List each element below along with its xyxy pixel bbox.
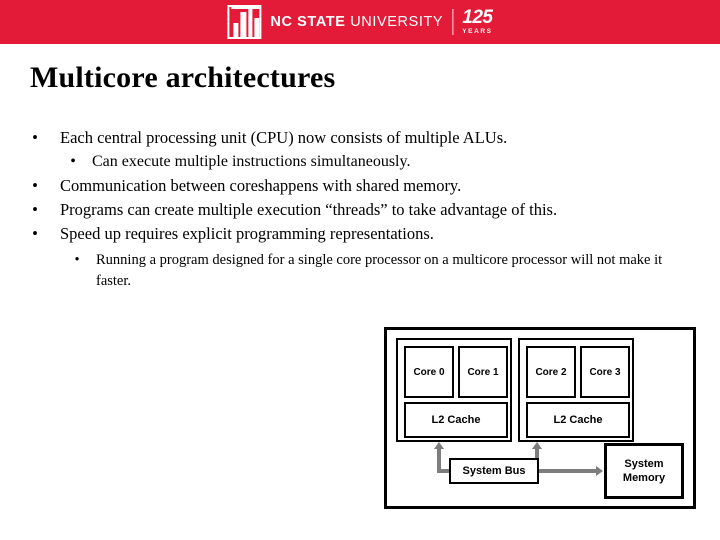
bullet-text: Speed up requires explicit programming r…: [60, 224, 434, 243]
list-item: • Each central processing unit (CPU) now…: [24, 126, 696, 150]
brand-divider: [452, 9, 454, 35]
arrowhead-right-memory: [596, 466, 603, 476]
bullet-marker: •: [74, 252, 80, 268]
anniversary-number: 125: [462, 7, 493, 29]
arrowhead-up-package-a: [434, 442, 444, 449]
l2-cache-box-b: L2 Cache: [526, 402, 630, 438]
bullet-marker: •: [32, 128, 38, 147]
l2-cache-box-a: L2 Cache: [404, 402, 508, 438]
list-item: • Running a program designed for a singl…: [24, 250, 696, 292]
list-item: • Programs can create multiple execution…: [24, 198, 696, 222]
anniversary-label: YEARS: [462, 28, 493, 36]
multicore-system-block-diagram: Core 0 Core 1 L2 Cache Core 2 Core 3 L2 …: [384, 327, 696, 509]
core-box-2: Core 2: [526, 346, 576, 398]
brand-wordmark: NC STATE UNIVERSITY: [270, 15, 443, 30]
slide-body-bullet-list: • Each central processing unit (CPU) now…: [24, 126, 696, 292]
bullet-marker: •: [32, 224, 38, 243]
list-item: • Speed up requires explicit programming…: [24, 222, 696, 246]
bullet-marker: •: [70, 153, 76, 170]
brand-header-bar: NC STATE UNIVERSITY 125 YEARS: [0, 0, 720, 44]
list-item: • Can execute multiple instructions simu…: [24, 150, 696, 174]
bullet-marker: •: [32, 200, 38, 219]
cpu-package-a: Core 0 Core 1 L2 Cache: [396, 338, 512, 442]
bullet-marker: •: [32, 176, 38, 195]
system-memory-box: System Memory: [604, 443, 684, 499]
brand-wordmark-bold: NC STATE: [270, 13, 346, 30]
core-box-3: Core 3: [580, 346, 630, 398]
core-box-0: Core 0: [404, 346, 454, 398]
bullet-text: Communication between coreshappens with …: [60, 176, 462, 195]
brand-wordmark-light: UNIVERSITY: [350, 13, 444, 30]
system-bus-box: System Bus: [449, 458, 539, 484]
system-memory-label-line2: Memory: [622, 472, 666, 484]
page-title: Multicore architectures: [30, 61, 336, 94]
cpu-package-b: Core 2 Core 3 L2 Cache: [518, 338, 634, 442]
arrowhead-up-package-b: [532, 442, 542, 449]
connector-bus-to-package-a: [437, 448, 441, 471]
bullet-text: Can execute multiple instructions simult…: [92, 153, 411, 170]
bullet-text: Running a program designed for a single …: [96, 252, 663, 289]
connector-bus-to-memory: [535, 469, 599, 473]
system-memory-label-line1: System: [624, 458, 664, 470]
nc-state-brick-tower-logo-icon: [227, 5, 262, 39]
bullet-text: Each central processing unit (CPU) now c…: [60, 128, 508, 147]
connector-bus-horizontal-left: [437, 469, 453, 473]
bullet-text: Programs can create multiple execution “…: [60, 200, 558, 219]
core-box-1: Core 1: [458, 346, 508, 398]
brand-lockup: NC STATE UNIVERSITY 125 YEARS: [227, 5, 493, 39]
list-item: • Communication between coreshappens wit…: [24, 174, 696, 198]
anniversary-badge: 125 YEARS: [462, 7, 493, 36]
